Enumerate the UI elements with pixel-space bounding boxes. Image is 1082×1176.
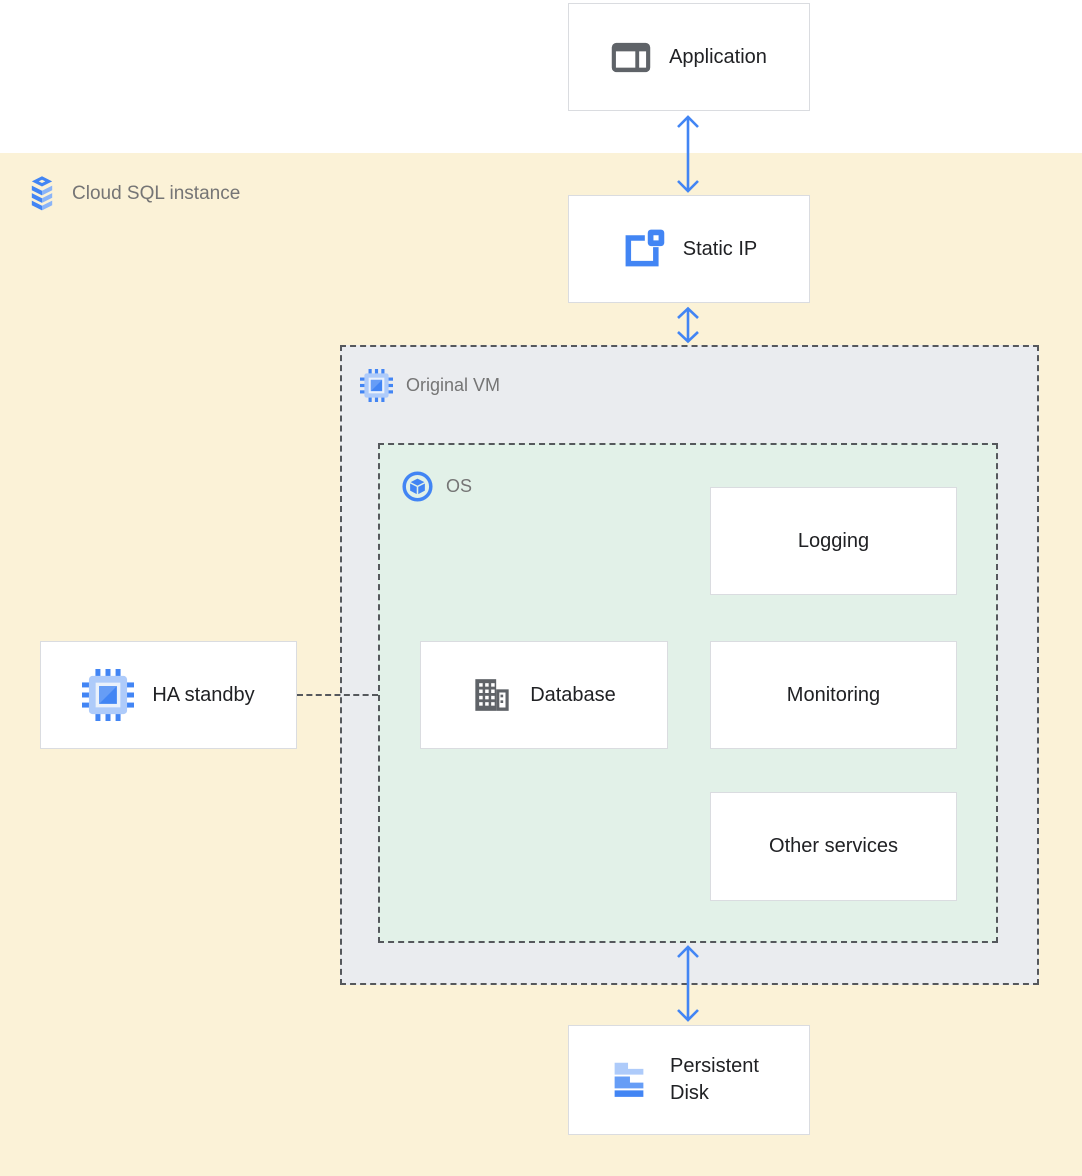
original-vm-header: Original VM: [360, 369, 500, 402]
monitoring-label: Monitoring: [786, 683, 881, 706]
arrow-application-static-ip: [677, 115, 699, 193]
ha-standby-label: HA standby: [152, 683, 255, 706]
application-icon: [611, 42, 651, 73]
application-node: Application: [568, 3, 810, 111]
compute-engine-icon: [82, 669, 135, 721]
logging-label: Logging: [797, 529, 870, 552]
arrow-static-ip-vm: [677, 306, 699, 344]
persistent-disk-label: Persistent Disk: [670, 1055, 759, 1104]
arrow-os-persistent-disk: [677, 945, 699, 1022]
original-vm-label: Original VM: [406, 375, 501, 395]
persistent-disk-node: Persistent Disk: [568, 1025, 810, 1135]
static-ip-label: Static IP: [682, 237, 758, 260]
database-label: Database: [530, 683, 616, 706]
cloud-sql-icon: [24, 174, 60, 214]
static-ip-icon: [621, 227, 665, 271]
cloud-sql-instance-header: Cloud SQL instance: [24, 174, 240, 214]
database-icon: [472, 675, 512, 715]
static-ip-node: Static IP: [568, 195, 810, 303]
os-header: OS: [402, 471, 472, 502]
compute-engine-icon: [360, 369, 393, 402]
persistent-disk-icon: [606, 1057, 652, 1103]
cloud-sql-instance-label: Cloud SQL instance: [72, 183, 241, 204]
os-label: OS: [446, 476, 473, 496]
ha-standby-connector-line: [297, 694, 378, 696]
monitoring-node: Monitoring: [710, 641, 957, 749]
ha-standby-node: HA standby: [40, 641, 297, 749]
logging-node: Logging: [710, 487, 957, 595]
application-label: Application: [669, 45, 767, 68]
other-services-label: Other services: [769, 835, 898, 857]
database-node: Database: [420, 641, 668, 749]
os-icon: [402, 471, 433, 502]
other-services-node: Other services: [710, 792, 957, 901]
